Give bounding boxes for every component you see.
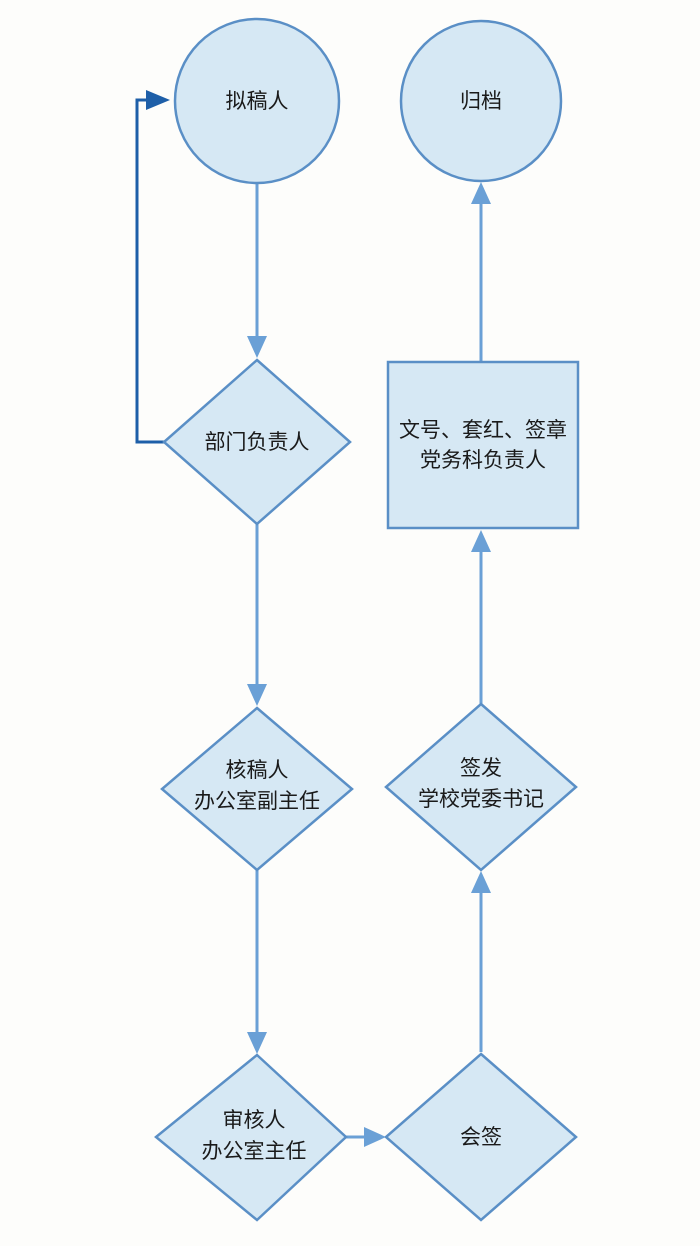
connectors <box>135 90 491 1147</box>
node-auditor: 审核人 办公室主任 <box>154 1053 348 1222</box>
node-archive: 归档 <box>399 19 563 183</box>
node-countersign: 会签 <box>384 1052 578 1222</box>
arrowhead-dept-head <box>247 336 267 358</box>
numbering-line-1: 文号、套红、签章 <box>399 418 567 442</box>
arrowhead-numbering <box>471 530 491 552</box>
node-numbering: 文号、套红、签章 党务科负责人 <box>386 360 580 530</box>
drafter-label: 拟稿人 <box>226 89 289 113</box>
node-drafter: 拟稿人 <box>173 17 341 185</box>
reviewer-line-2: 办公室副主任 <box>194 789 320 813</box>
auditor-line-1: 审核人 <box>223 1108 286 1132</box>
arrowhead-countersign <box>364 1127 386 1147</box>
return-arrow-dept-head-to-drafter <box>135 98 165 444</box>
archive-label: 归档 <box>460 89 502 113</box>
arrowhead-auditor <box>247 1032 267 1054</box>
arrowhead-return-drafter <box>146 90 170 110</box>
arrowhead-issuer <box>471 871 491 893</box>
node-issuer: 签发 学校党委书记 <box>384 702 578 872</box>
arrowhead-archive <box>471 182 491 204</box>
reviewer-line-1: 核稿人 <box>226 758 289 782</box>
auditor-line-2: 办公室主任 <box>202 1139 307 1163</box>
node-reviewer: 核稿人 办公室副主任 <box>160 706 354 872</box>
node-dept-head: 部门负责人 <box>162 358 352 526</box>
issuer-line-2: 学校党委书记 <box>418 787 544 811</box>
arrowhead-reviewer <box>247 684 267 706</box>
issuer-line-1: 签发 <box>460 756 502 780</box>
countersign-label: 会签 <box>460 1125 502 1149</box>
dept-head-label: 部门负责人 <box>205 430 310 454</box>
numbering-line-2: 党务科负责人 <box>420 448 546 472</box>
